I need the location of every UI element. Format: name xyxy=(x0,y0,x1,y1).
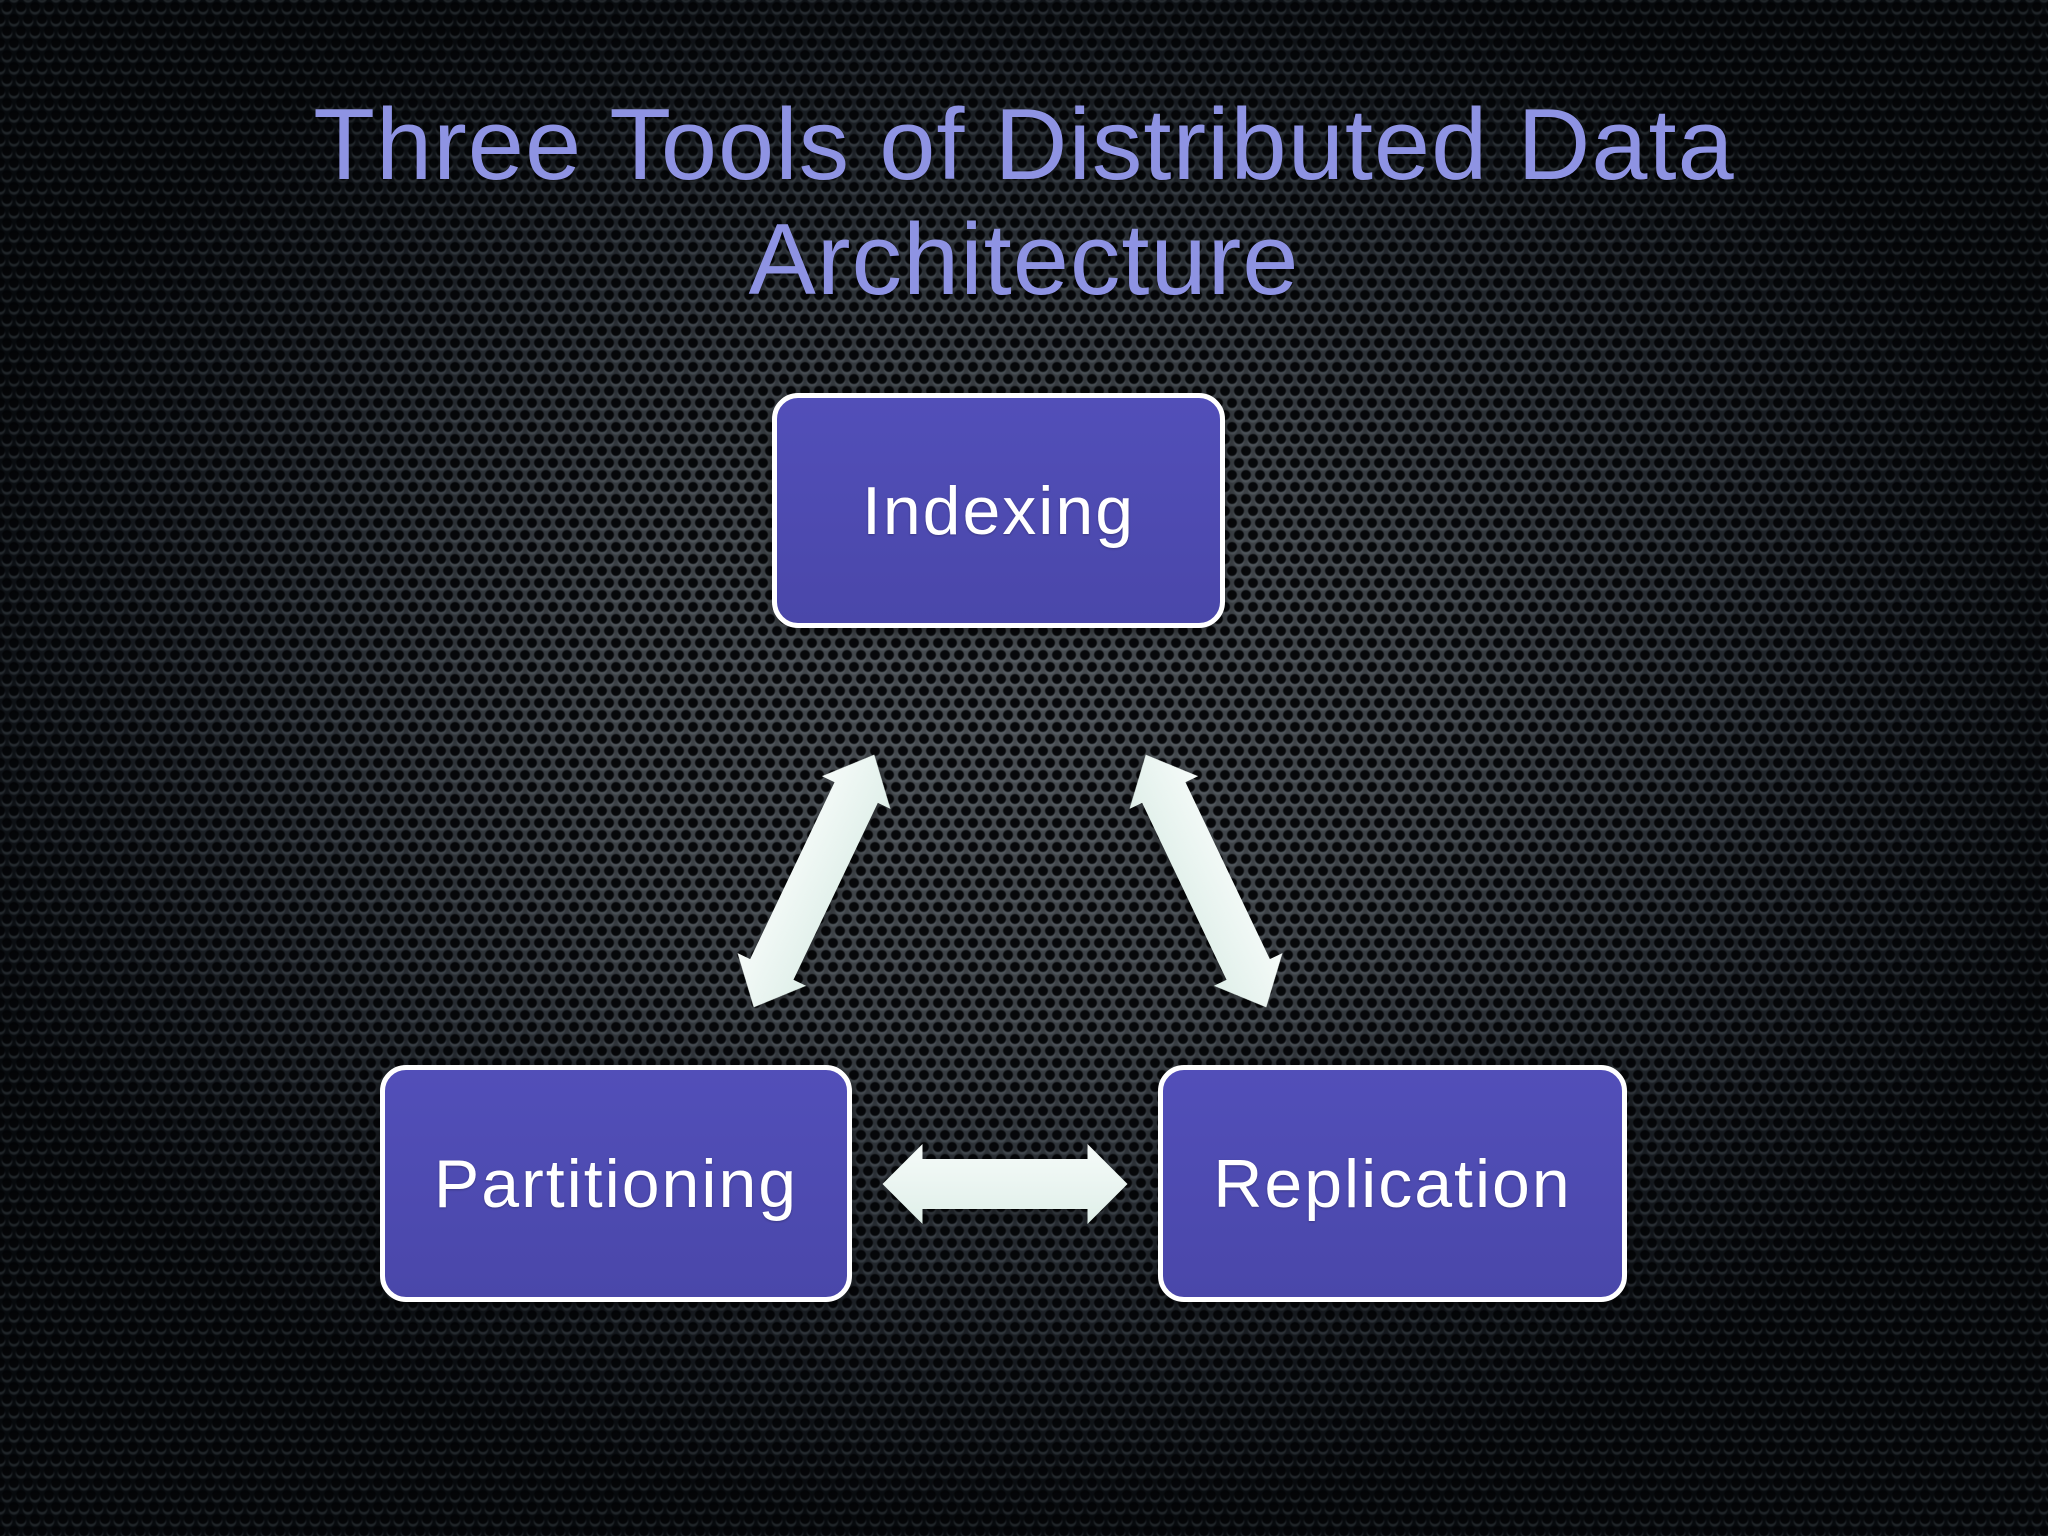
title-line-1: Three Tools of Distributed Data xyxy=(313,89,1735,201)
node-replication-label: Replication xyxy=(1213,1145,1572,1222)
double-arrow-indexing-partitioning-icon xyxy=(737,754,891,1008)
double-arrow-indexing-replication-icon xyxy=(1129,754,1283,1008)
node-partitioning: Partitioning xyxy=(380,1065,852,1302)
slide-title: Three Tools of Distributed Data Architec… xyxy=(0,88,2048,318)
node-indexing-label: Indexing xyxy=(861,472,1136,549)
title-line-2: Architecture xyxy=(748,204,1300,317)
node-replication: Replication xyxy=(1158,1065,1627,1302)
double-arrow-partitioning-replication-icon xyxy=(882,1144,1128,1224)
node-indexing: Indexing xyxy=(772,393,1225,628)
node-partitioning-label: Partitioning xyxy=(433,1145,799,1222)
